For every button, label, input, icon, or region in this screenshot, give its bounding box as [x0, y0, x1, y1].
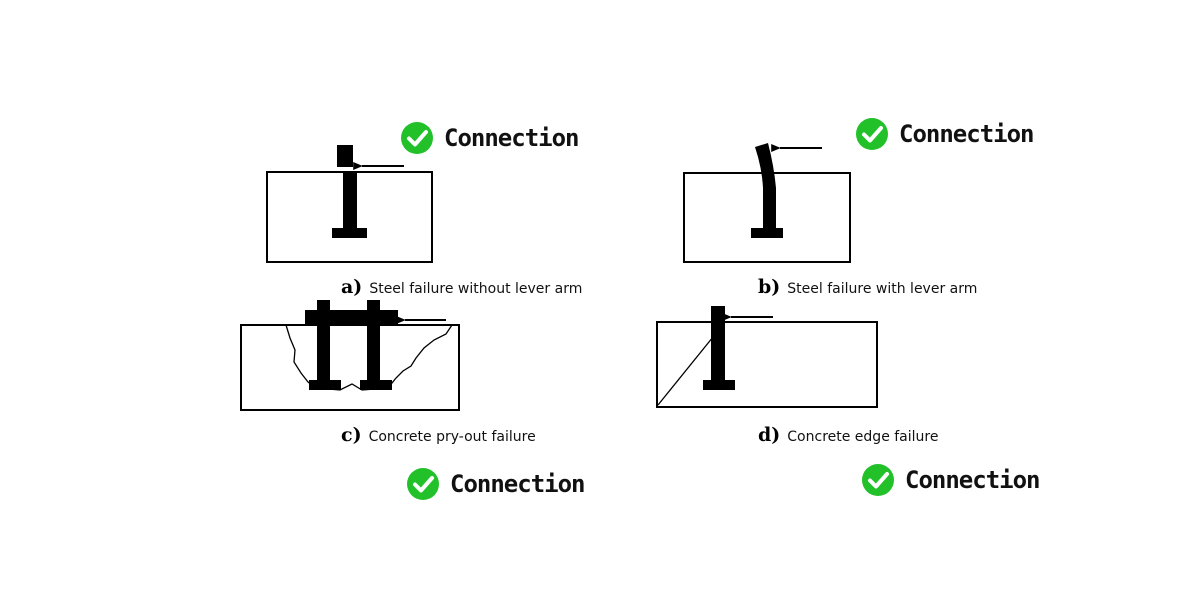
panel-a-anchor-head [332, 228, 367, 238]
panel-d-letter: d) [758, 424, 781, 446]
check-circle-icon [862, 464, 894, 496]
panel-d-badge-label: Connection [905, 466, 1040, 494]
panel-c-badge: Connection [406, 466, 585, 502]
panel-a-letter: a) [341, 276, 363, 298]
panel-c-concrete-block [240, 324, 460, 411]
panel-c-badge-label: Connection [450, 470, 585, 498]
panel-a-anchor-stub [337, 145, 353, 167]
check-circle-icon [401, 122, 433, 154]
panel-a-drawing [266, 145, 433, 263]
panel-d-drawing [656, 306, 878, 408]
panel-b-letter: b) [758, 276, 781, 298]
panel-c-caption-text: Concrete pry-out failure [368, 429, 536, 445]
panel-b-drawing [683, 143, 851, 263]
panel-a-badge-label: Connection [444, 124, 579, 152]
panel-c-caption: c) Concrete pry-out failure [341, 424, 536, 446]
panel-b-caption-text: Steel failure with lever arm [787, 281, 978, 297]
panel-a-badge: Connection [400, 120, 579, 156]
panel-d-caption-text: Concrete edge failure [787, 429, 939, 445]
panel-c-anchor-head-left [309, 380, 341, 390]
panel-d-caption: d) Concrete edge failure [758, 424, 938, 446]
panel-d-anchor-shaft [711, 306, 725, 382]
check-circle-icon [856, 118, 888, 150]
panel-d-concrete-block [656, 321, 878, 408]
panel-c-drawing [240, 300, 460, 411]
panel-c-anchor-shaft-right [367, 300, 380, 384]
panel-b-badge-label: Connection [899, 120, 1034, 148]
panel-d-crack-line [657, 336, 714, 406]
panel-a-anchor-shaft [343, 172, 357, 228]
panel-a-caption: a) Steel failure without lever arm [341, 276, 582, 298]
panel-b-bent-anchor [755, 143, 776, 228]
panel-b-caption: b) Steel failure with lever arm [758, 276, 977, 298]
panel-c-anchor-head-right [360, 380, 392, 390]
panel-c-letter: c) [341, 424, 362, 446]
panel-b-badge: Connection [855, 116, 1034, 152]
panel-a-caption-text: Steel failure without lever arm [369, 281, 583, 297]
panel-b-anchor-head [751, 228, 783, 238]
panel-d-anchor-head [703, 380, 735, 390]
panel-d-badge: Connection [861, 462, 1040, 498]
check-circle-icon [407, 468, 439, 500]
panel-c-anchor-shaft-left [317, 300, 330, 384]
